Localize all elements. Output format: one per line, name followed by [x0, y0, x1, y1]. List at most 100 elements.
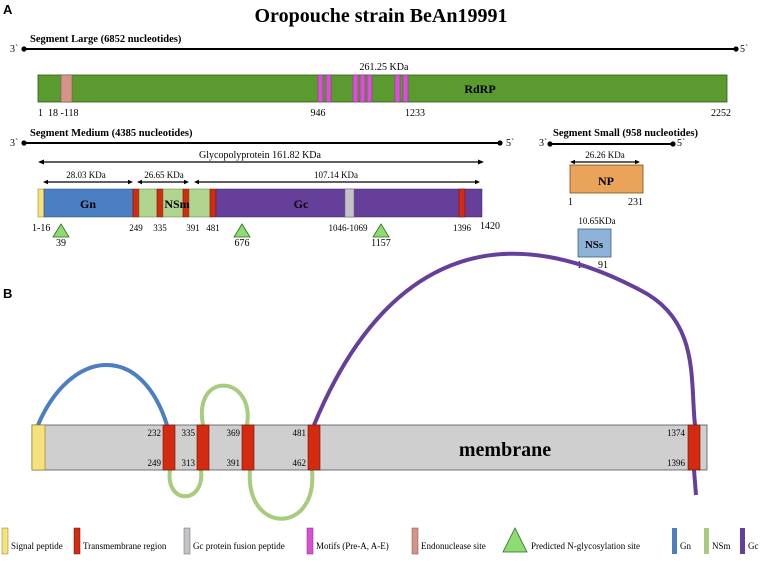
span-arrow: [635, 159, 640, 165]
nsm-loop-lower-2: [247, 469, 315, 521]
span-arrow: [570, 159, 575, 165]
transmembrane-region: [156, 188, 164, 218]
nss-bar: [577, 228, 612, 258]
segment-large: 3` 5` Segment Large (6852 nucleotides) 2…: [10, 34, 748, 119]
legend-nsm-swatch: [704, 528, 709, 554]
legend-gc-label: Gc: [748, 541, 759, 551]
nsm-bar: [138, 188, 158, 218]
mem-pos-462: 462: [293, 458, 307, 468]
gn-kda-label: 28.03 KDa: [66, 170, 106, 180]
membrane-label: membrane: [459, 439, 551, 461]
large-line-cap-left: [21, 46, 27, 52]
medium-end3-label: 3`: [10, 138, 18, 149]
medium-pos-249: 249: [129, 223, 143, 233]
nss-pos-end: 91: [598, 260, 608, 271]
mem-pos-313: 313: [182, 458, 196, 468]
np-label: NP: [598, 174, 614, 188]
mem-pos-249: 249: [148, 458, 162, 468]
medium-pos-1396: 1396: [453, 223, 472, 233]
gc-label: Gc: [294, 197, 309, 211]
legend-fusion-label: Gc protein fusion peptide: [193, 541, 285, 551]
nsm-loop-lower-1: [167, 469, 204, 499]
legend-signal-swatch: [1, 527, 9, 555]
large-line-cap-right: [733, 46, 739, 52]
large-pos-end: 2252: [711, 108, 731, 119]
legend-gc-swatch: [740, 528, 745, 554]
nsm-label: NSm: [164, 197, 189, 211]
transmembrane-region: [458, 188, 466, 218]
motif-bar: [394, 74, 401, 103]
legend-signal-label: Signal peptide: [11, 541, 63, 551]
medium-line-cap-left: [21, 140, 27, 146]
legend-glyc-icon: [502, 527, 528, 553]
motif-bar: [317, 74, 324, 103]
large-segment-name: Segment Large (6852 nucleotides): [30, 34, 182, 45]
small-line-cap-right: [670, 141, 676, 147]
legend-nsm-label: NSm: [712, 541, 731, 551]
large-pos-start: 1: [38, 108, 43, 119]
span-arrow: [137, 179, 142, 185]
small-segment-name: Segment Small (958 nucleotides): [553, 128, 698, 139]
legend-gn-label: Gn: [680, 541, 691, 551]
mem-pos-1396: 1396: [667, 458, 686, 468]
gc-loop: [312, 251, 697, 426]
mem-pos-335: 335: [182, 428, 196, 438]
motif-bar: [359, 74, 366, 103]
legend-motif-swatch: [306, 527, 314, 555]
small-end5-label: 5`: [677, 138, 685, 149]
legend: Signal peptide Transmembrane region Gc p…: [1, 527, 759, 555]
gn-label: Gn: [80, 197, 96, 211]
endonuclease-site: [60, 74, 73, 103]
medium-signal-peptide: [37, 188, 45, 218]
nss-kda-label: 10.65KDa: [578, 216, 615, 226]
segment-small: Segment Small (958 nucleotides) 3` 5` 26…: [539, 128, 698, 271]
transmembrane-region: [241, 424, 255, 471]
transmembrane-region: [196, 424, 210, 471]
transmembrane-region: [162, 424, 176, 471]
large-end3-label: 3`: [10, 44, 18, 55]
legend-gn-swatch: [672, 528, 677, 554]
segment-medium: 3` 5` Segment Medium (4385 nucleotides) …: [10, 128, 514, 249]
mem-pos-391: 391: [227, 458, 241, 468]
rdrp-bar: [37, 74, 728, 103]
legend-tm-label: Transmembrane region: [83, 541, 167, 551]
legend-endo-swatch: [411, 527, 419, 555]
nsm-kda-label: 26.65 KDa: [144, 170, 184, 180]
rdrp-label: RdRP: [464, 82, 495, 96]
medium-pos-335: 335: [153, 223, 167, 233]
glycosylation-site-icon: [233, 223, 251, 238]
mem-pos-1374: 1374: [667, 428, 686, 438]
medium-line-cap-right: [497, 140, 503, 146]
figure-title: Oropouche strain BeAn19991: [255, 5, 508, 27]
nsm-bar: [188, 188, 211, 218]
glycopolyprotein-label: Glycopolyprotein 161.82 KDa: [199, 150, 321, 161]
legend-motif-label: Motifs (Pre-A, A-E): [316, 541, 389, 551]
large-end5-label: 5`: [740, 44, 748, 55]
transmembrane-region: [132, 188, 140, 218]
glycosylation-site-icon: [372, 223, 390, 238]
nss-label: NSs: [585, 239, 604, 251]
small-end3-label: 3`: [539, 138, 547, 149]
legend-tm-swatch: [73, 527, 81, 555]
medium-segment-name: Segment Medium (4385 nucleotides): [30, 128, 193, 139]
legend-endo-label: Endonuclease site: [421, 541, 486, 551]
rdrp-kda-label: 261.25 KDa: [360, 62, 409, 73]
motif-bar: [402, 74, 409, 103]
legend-fusion-swatch: [183, 527, 191, 555]
legend-glyc-label: Predicted N-glycosylation site: [531, 541, 640, 551]
glyc-pos-39: 39: [56, 238, 66, 249]
membrane-band: [31, 424, 708, 471]
mem-pos-481: 481: [293, 428, 307, 438]
signal-peptide: [31, 424, 46, 471]
motif-bar: [352, 74, 359, 103]
np-pos-start: 1: [568, 197, 573, 208]
span-arrow: [194, 179, 199, 185]
span-arrow: [475, 179, 480, 185]
fusion-peptide: [344, 188, 355, 218]
motif-bar: [366, 74, 373, 103]
np-bar: [569, 164, 644, 194]
large-pos-endonuclease: 18 -118: [48, 108, 78, 119]
span-arrow: [43, 179, 48, 185]
small-line-cap-left: [547, 141, 553, 147]
